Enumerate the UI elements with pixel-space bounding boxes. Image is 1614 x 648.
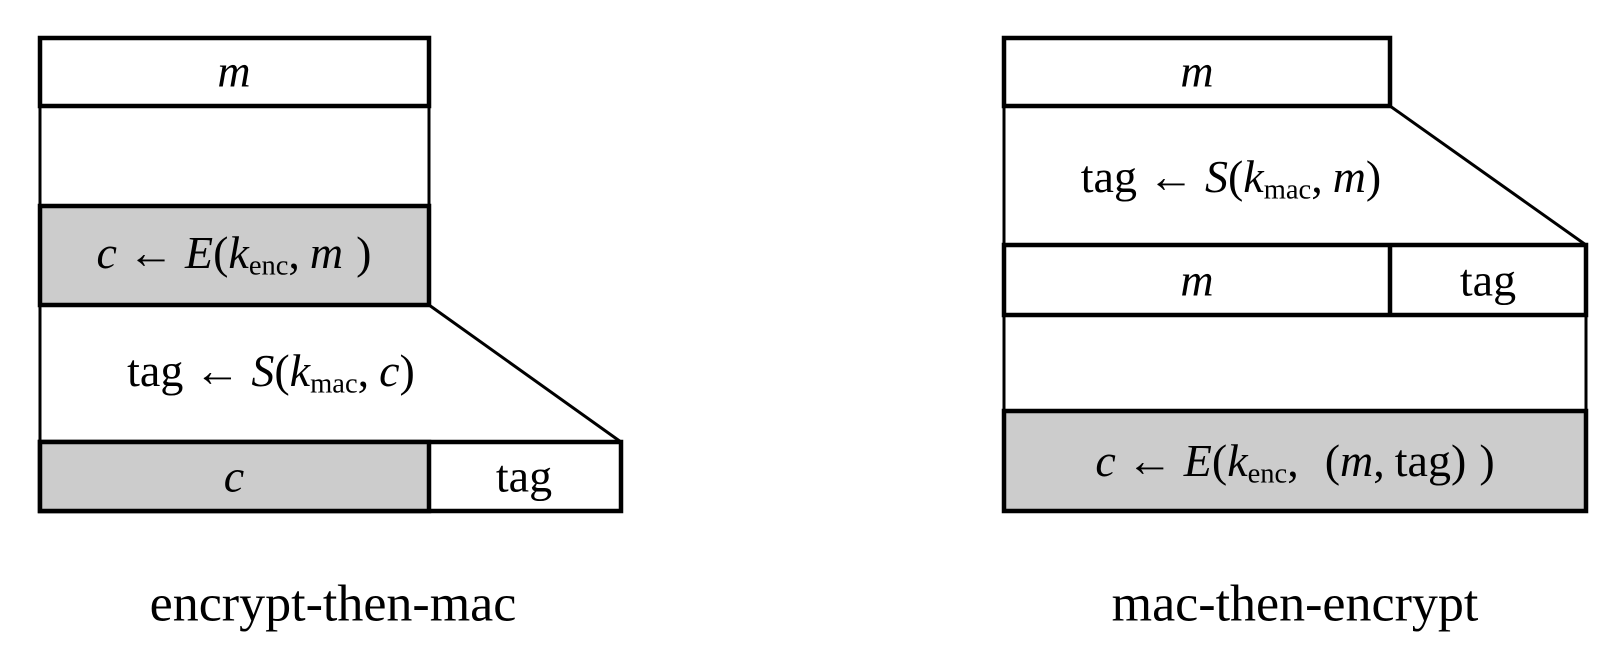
comma: ,	[288, 226, 300, 278]
etm-tag-formula: tag←S(kmac,c)	[127, 344, 415, 400]
formula-fn: S	[1204, 150, 1228, 202]
comma: ,	[1287, 434, 1299, 486]
key-subscript: mac	[310, 368, 358, 400]
mte-encrypt-box	[1001, 408, 1589, 514]
key-var: k	[228, 226, 249, 278]
formula-lhs: c	[1095, 434, 1116, 486]
left-arrow: ←	[1126, 434, 1173, 486]
open-paren: (	[274, 344, 290, 396]
formula-fn: E	[184, 226, 214, 278]
pair-message-var: m	[1340, 434, 1374, 486]
formula-arg: m	[1332, 150, 1366, 202]
mte-diagonal-connector	[1389, 104, 1587, 247]
formula-arg: c	[379, 344, 400, 396]
mte-caption: mac-then-encrypt	[1111, 575, 1479, 633]
key-var: k	[1227, 434, 1248, 486]
mte-concat-row	[1001, 242, 1589, 318]
formula-fn: E	[1183, 434, 1212, 486]
key-var: k	[1243, 150, 1264, 202]
left-arrow: ←	[1147, 150, 1194, 202]
left-arrow: ←	[127, 226, 174, 278]
formula-fn: S	[251, 344, 275, 396]
pair-open-paren: (	[1324, 434, 1341, 486]
etm-output-tag-label: tag	[495, 450, 553, 502]
mte-encrypt-formula: c←E(kenc,(m,tag))	[1095, 434, 1495, 490]
formula-arg: m	[309, 226, 344, 278]
pair-tag-label: tag	[1394, 434, 1451, 486]
key-subscript: enc	[248, 250, 289, 282]
etm-message-label: m	[217, 45, 251, 97]
mte-tag-formula: tag←S(kmac,m)	[1080, 150, 1382, 206]
key-subscript: enc	[1247, 458, 1288, 490]
comma: ,	[357, 344, 370, 396]
etm-message-box	[37, 35, 432, 109]
etm-diagonal-connector	[428, 303, 622, 444]
close-paren: )	[399, 344, 415, 396]
open-paren: (	[213, 226, 229, 278]
etm-encrypt-box	[37, 203, 432, 308]
mte-concat-message-label: m	[1180, 254, 1214, 306]
key-var: k	[289, 344, 311, 396]
formula-lhs: tag	[127, 344, 184, 396]
etm-output-cipher-label: c	[223, 450, 245, 502]
pair-close-paren: )	[1450, 434, 1467, 486]
open-paren: (	[1227, 150, 1244, 202]
close-paren: )	[356, 226, 372, 278]
comma: ,	[1311, 150, 1323, 202]
formula-lhs: tag	[1080, 150, 1137, 202]
formula-lhs: c	[96, 226, 117, 278]
close-paren: )	[1479, 434, 1495, 486]
close-paren: )	[1365, 150, 1382, 202]
left-arrow: ←	[194, 344, 241, 396]
pair-comma: ,	[1373, 434, 1385, 486]
key-subscript: mac	[1263, 174, 1312, 206]
etm-output-cipher-cell	[37, 439, 432, 514]
mte-message-label: m	[1180, 45, 1214, 97]
mte-message-box	[1001, 35, 1393, 109]
mte-concat-tag-label: tag	[1459, 254, 1517, 306]
etm-caption: encrypt-then-mac	[149, 575, 517, 633]
etm-encrypt-formula: c←E(kenc,m)	[96, 226, 372, 282]
open-paren: (	[1211, 434, 1228, 486]
